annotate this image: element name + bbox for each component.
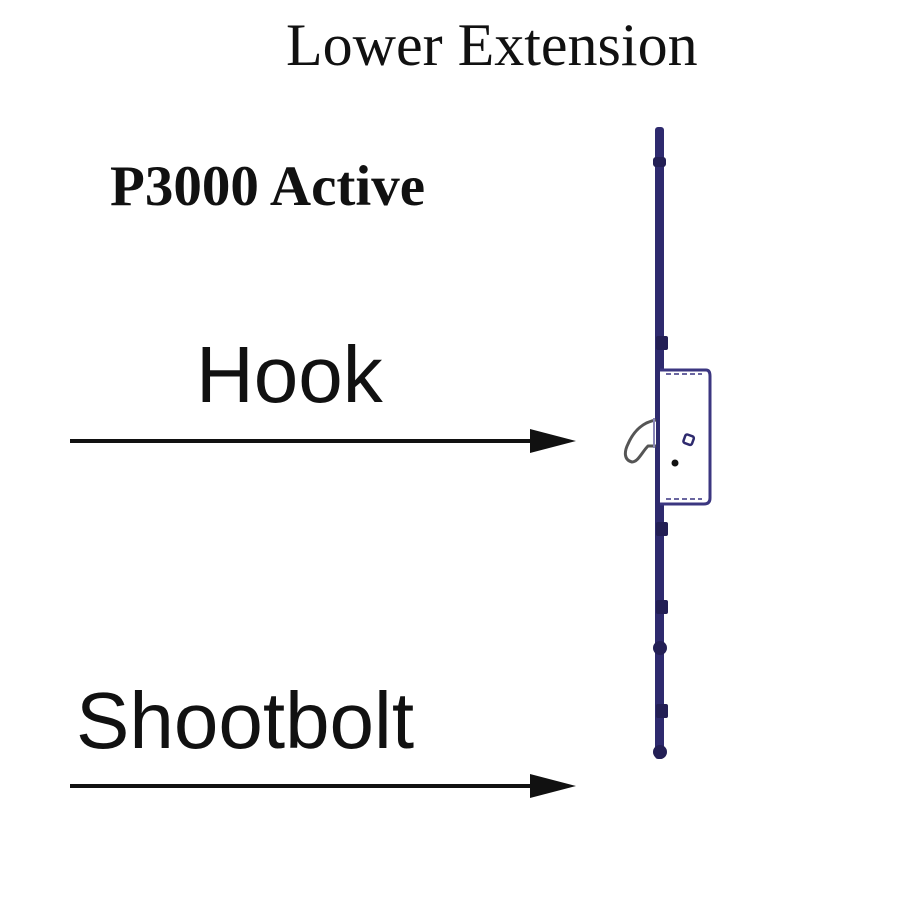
shootbolt-arrow-icon	[70, 774, 576, 798]
hook-label: Hook	[196, 330, 383, 419]
gearbox-icon	[660, 368, 712, 506]
diagram-title: Lower Extension	[286, 12, 698, 78]
hook-bolt-icon	[623, 418, 657, 464]
product-name: P3000 Active	[110, 155, 426, 218]
shootbolt-label: Shootbolt	[76, 676, 415, 765]
hook-arrow-icon	[70, 429, 576, 453]
lock-rod-icon	[653, 127, 668, 759]
